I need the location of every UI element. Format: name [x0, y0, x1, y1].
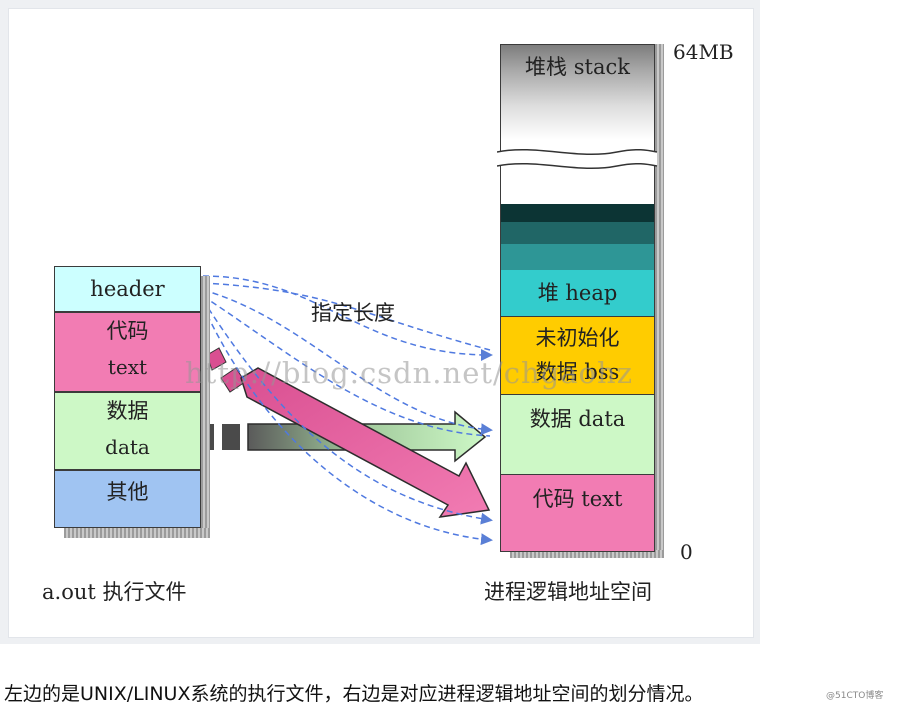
heap-growth-band-1 [500, 204, 655, 222]
file-header-label: header [90, 277, 165, 301]
file-shadow-right [201, 276, 210, 538]
file-text-label-1: 代码 [106, 319, 149, 343]
process-shadow-right [655, 44, 664, 558]
process-text-label: 代码 text [532, 487, 623, 511]
corner-watermark: @51CTO博客 [826, 691, 884, 701]
file-text-segment: 代码 text [54, 312, 201, 392]
text-segment-arrow [206, 347, 491, 518]
length-annotation: 指定长度 [311, 301, 395, 325]
file-shadow-bottom [64, 528, 210, 538]
process-heap-segment: 堆 heap [500, 270, 655, 316]
file-other-label: 其他 [106, 480, 149, 504]
process-data-segment: 数据 data [500, 394, 655, 474]
process-data-label: 数据 data [529, 407, 626, 431]
file-header-segment: header [54, 266, 201, 312]
process-caption: 进程逻辑地址空间 [484, 580, 652, 604]
process-shadow-bottom [510, 550, 664, 558]
header-length-curves [202, 275, 493, 546]
process-bss-label-2: 数据 bss [535, 360, 620, 384]
heap-growth-band-2 [500, 222, 655, 244]
file-data-label-2: data [105, 435, 150, 459]
file-other-segment: 其他 [54, 470, 201, 528]
file-data-segment: 数据 data [54, 392, 201, 470]
file-data-label-1: 数据 [106, 399, 149, 423]
process-top-address: 64MB [673, 40, 734, 64]
file-caption: a.out 执行文件 [42, 580, 187, 604]
heap-growth-band-3 [500, 244, 655, 270]
process-text-segment: 代码 text [500, 474, 655, 552]
process-heap-label: 堆 heap [537, 281, 618, 305]
process-bss-segment: 未初始化 数据 bss [500, 316, 655, 394]
watermark-text: http://blog.csdn.net/chgaohz [185, 356, 633, 390]
stack-break-wave [497, 148, 658, 169]
process-stack-segment: 堆栈 stack [500, 44, 655, 204]
process-stack-label: 堆栈 stack [525, 55, 630, 79]
file-text-label-2: text [107, 355, 148, 379]
figure-caption: 左边的是UNIX/LINUX系统的执行文件，右边是对应进程逻辑地址空间的划分情况… [4, 683, 704, 705]
process-bottom-address: 0 [680, 540, 693, 564]
process-bss-label-1: 未初始化 [535, 326, 620, 350]
